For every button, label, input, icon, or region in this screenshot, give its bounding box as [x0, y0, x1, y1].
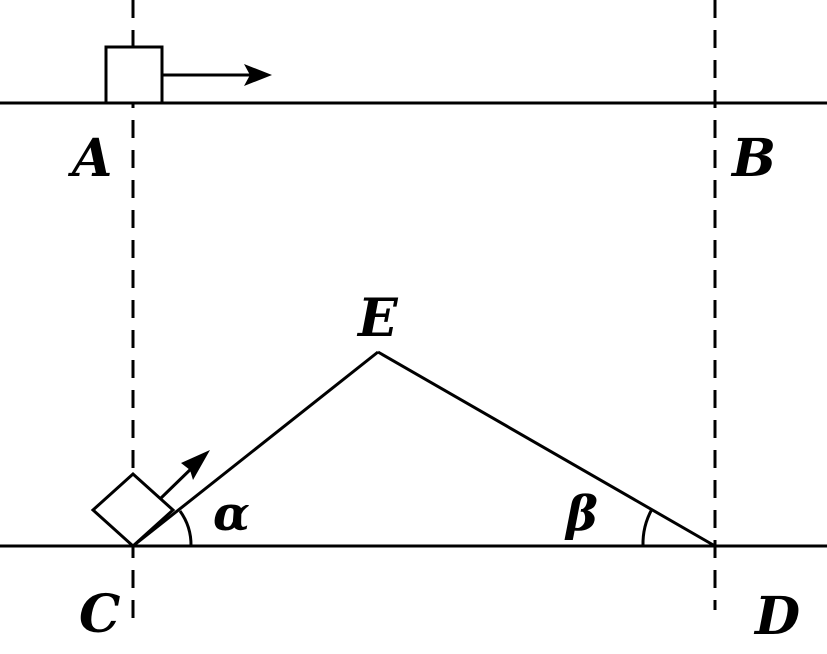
- point-label-d: D: [753, 586, 800, 647]
- incline-ed: [377, 350, 716, 548]
- point-label-a: A: [67, 128, 112, 189]
- block-a: [104, 45, 164, 105]
- point-label-b: B: [730, 128, 776, 189]
- block-c: [90, 471, 176, 549]
- angle-arc-beta: [641, 508, 654, 547]
- velocity-arrowhead-c: [181, 450, 210, 480]
- angle-label-alpha: α: [213, 486, 250, 542]
- incline-ce: [132, 350, 379, 548]
- point-label-c: C: [79, 584, 120, 645]
- point-label-e: E: [356, 288, 399, 349]
- angle-label-beta: β: [564, 486, 598, 542]
- angle-arc-alpha: [178, 510, 193, 547]
- velocity-arrowhead-a: [244, 64, 272, 86]
